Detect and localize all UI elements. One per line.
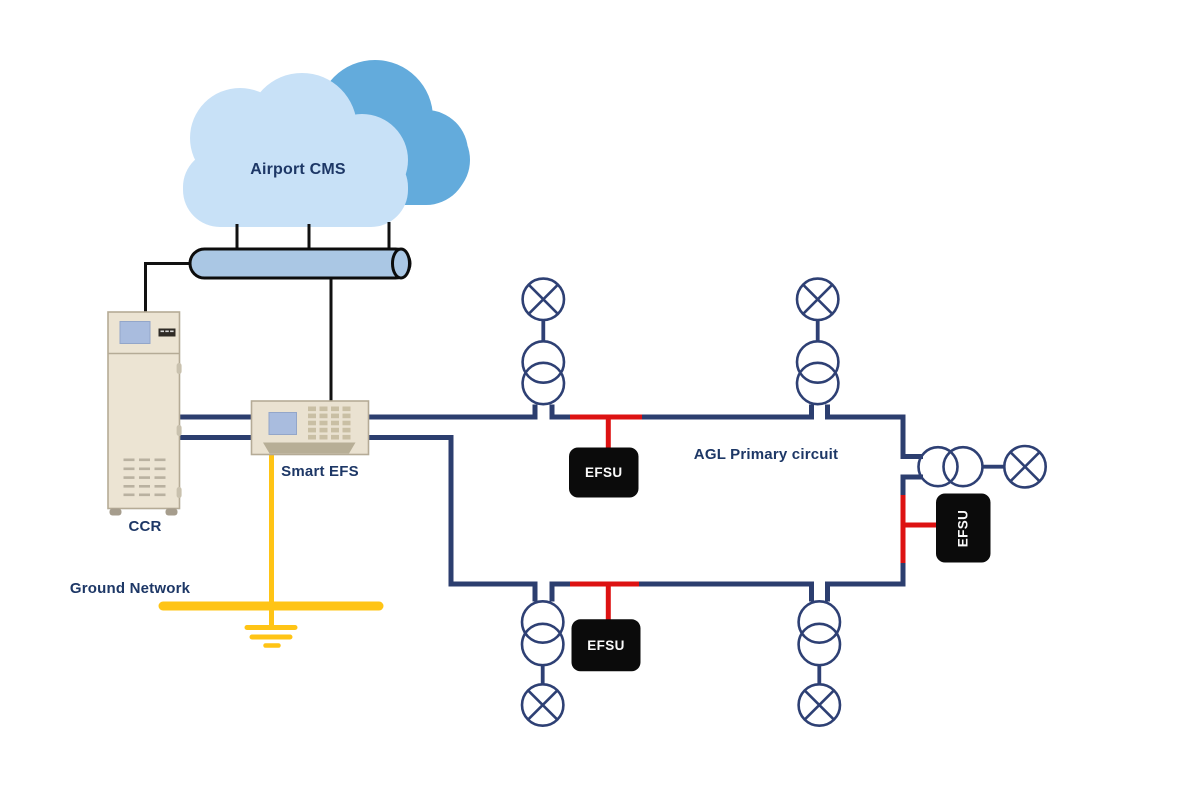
bus-ccr-cable bbox=[144, 262, 190, 313]
cloud-icon bbox=[183, 60, 470, 227]
ccr-button-strip bbox=[158, 328, 176, 337]
ccr-cabinet-icon bbox=[107, 311, 182, 516]
transformer-icon bbox=[917, 445, 984, 488]
cloud-label: Airport CMS bbox=[250, 161, 346, 178]
efsu-label-text: EFSU bbox=[955, 509, 971, 547]
ground-network-label: Ground Network bbox=[69, 580, 191, 597]
assembly-right bbox=[917, 444, 1047, 489]
assembly-top-2 bbox=[795, 277, 840, 406]
efsu-label-text: EFSU bbox=[584, 465, 623, 480]
ccr-label: CCR bbox=[128, 518, 162, 535]
efsu-boxes bbox=[569, 447, 991, 672]
ccr-screen bbox=[119, 321, 151, 344]
efsu-label-bottom: EFSU bbox=[572, 619, 641, 671]
efsu-box-icon bbox=[571, 619, 641, 672]
lamp-transformer-assemblies bbox=[520, 277, 1047, 727]
smart-efs-device-icon bbox=[250, 400, 370, 456]
agl-primary-loop-line bbox=[179, 404, 923, 602]
network-cables bbox=[144, 222, 391, 402]
assembly-bottom-1 bbox=[520, 599, 565, 727]
agl-primary-circuit-label: AGL Primary circuit bbox=[693, 446, 839, 463]
lamp-icon bbox=[797, 682, 842, 727]
earth-ground-icon bbox=[158, 454, 384, 648]
transformer-icon bbox=[520, 599, 565, 667]
efsu-label-right: EFSU bbox=[936, 494, 991, 563]
assembly-bottom-2 bbox=[797, 599, 842, 727]
efs-screen bbox=[268, 412, 297, 435]
smart-efs-label: Smart EFS bbox=[281, 463, 359, 480]
transformer-icon bbox=[795, 339, 840, 406]
assembly-top-1 bbox=[521, 277, 566, 406]
lamp-icon bbox=[1002, 444, 1047, 489]
efsu-box-icon bbox=[936, 493, 991, 563]
transformer-icon bbox=[797, 599, 842, 667]
lamp-icon bbox=[795, 277, 840, 322]
efs-tray bbox=[263, 442, 356, 454]
lamp-icon bbox=[521, 277, 566, 322]
efsu-label-top: EFSU bbox=[569, 448, 639, 498]
efs-keypad bbox=[308, 406, 351, 440]
ccr-vents bbox=[123, 458, 166, 497]
lamp-icon bbox=[520, 682, 565, 727]
network-bus-icon bbox=[188, 247, 412, 280]
efsu-label-text: EFSU bbox=[587, 637, 625, 653]
efsu-box-icon bbox=[569, 447, 639, 498]
transformer-icon bbox=[521, 339, 566, 406]
efsu-tap-lines bbox=[570, 414, 937, 620]
